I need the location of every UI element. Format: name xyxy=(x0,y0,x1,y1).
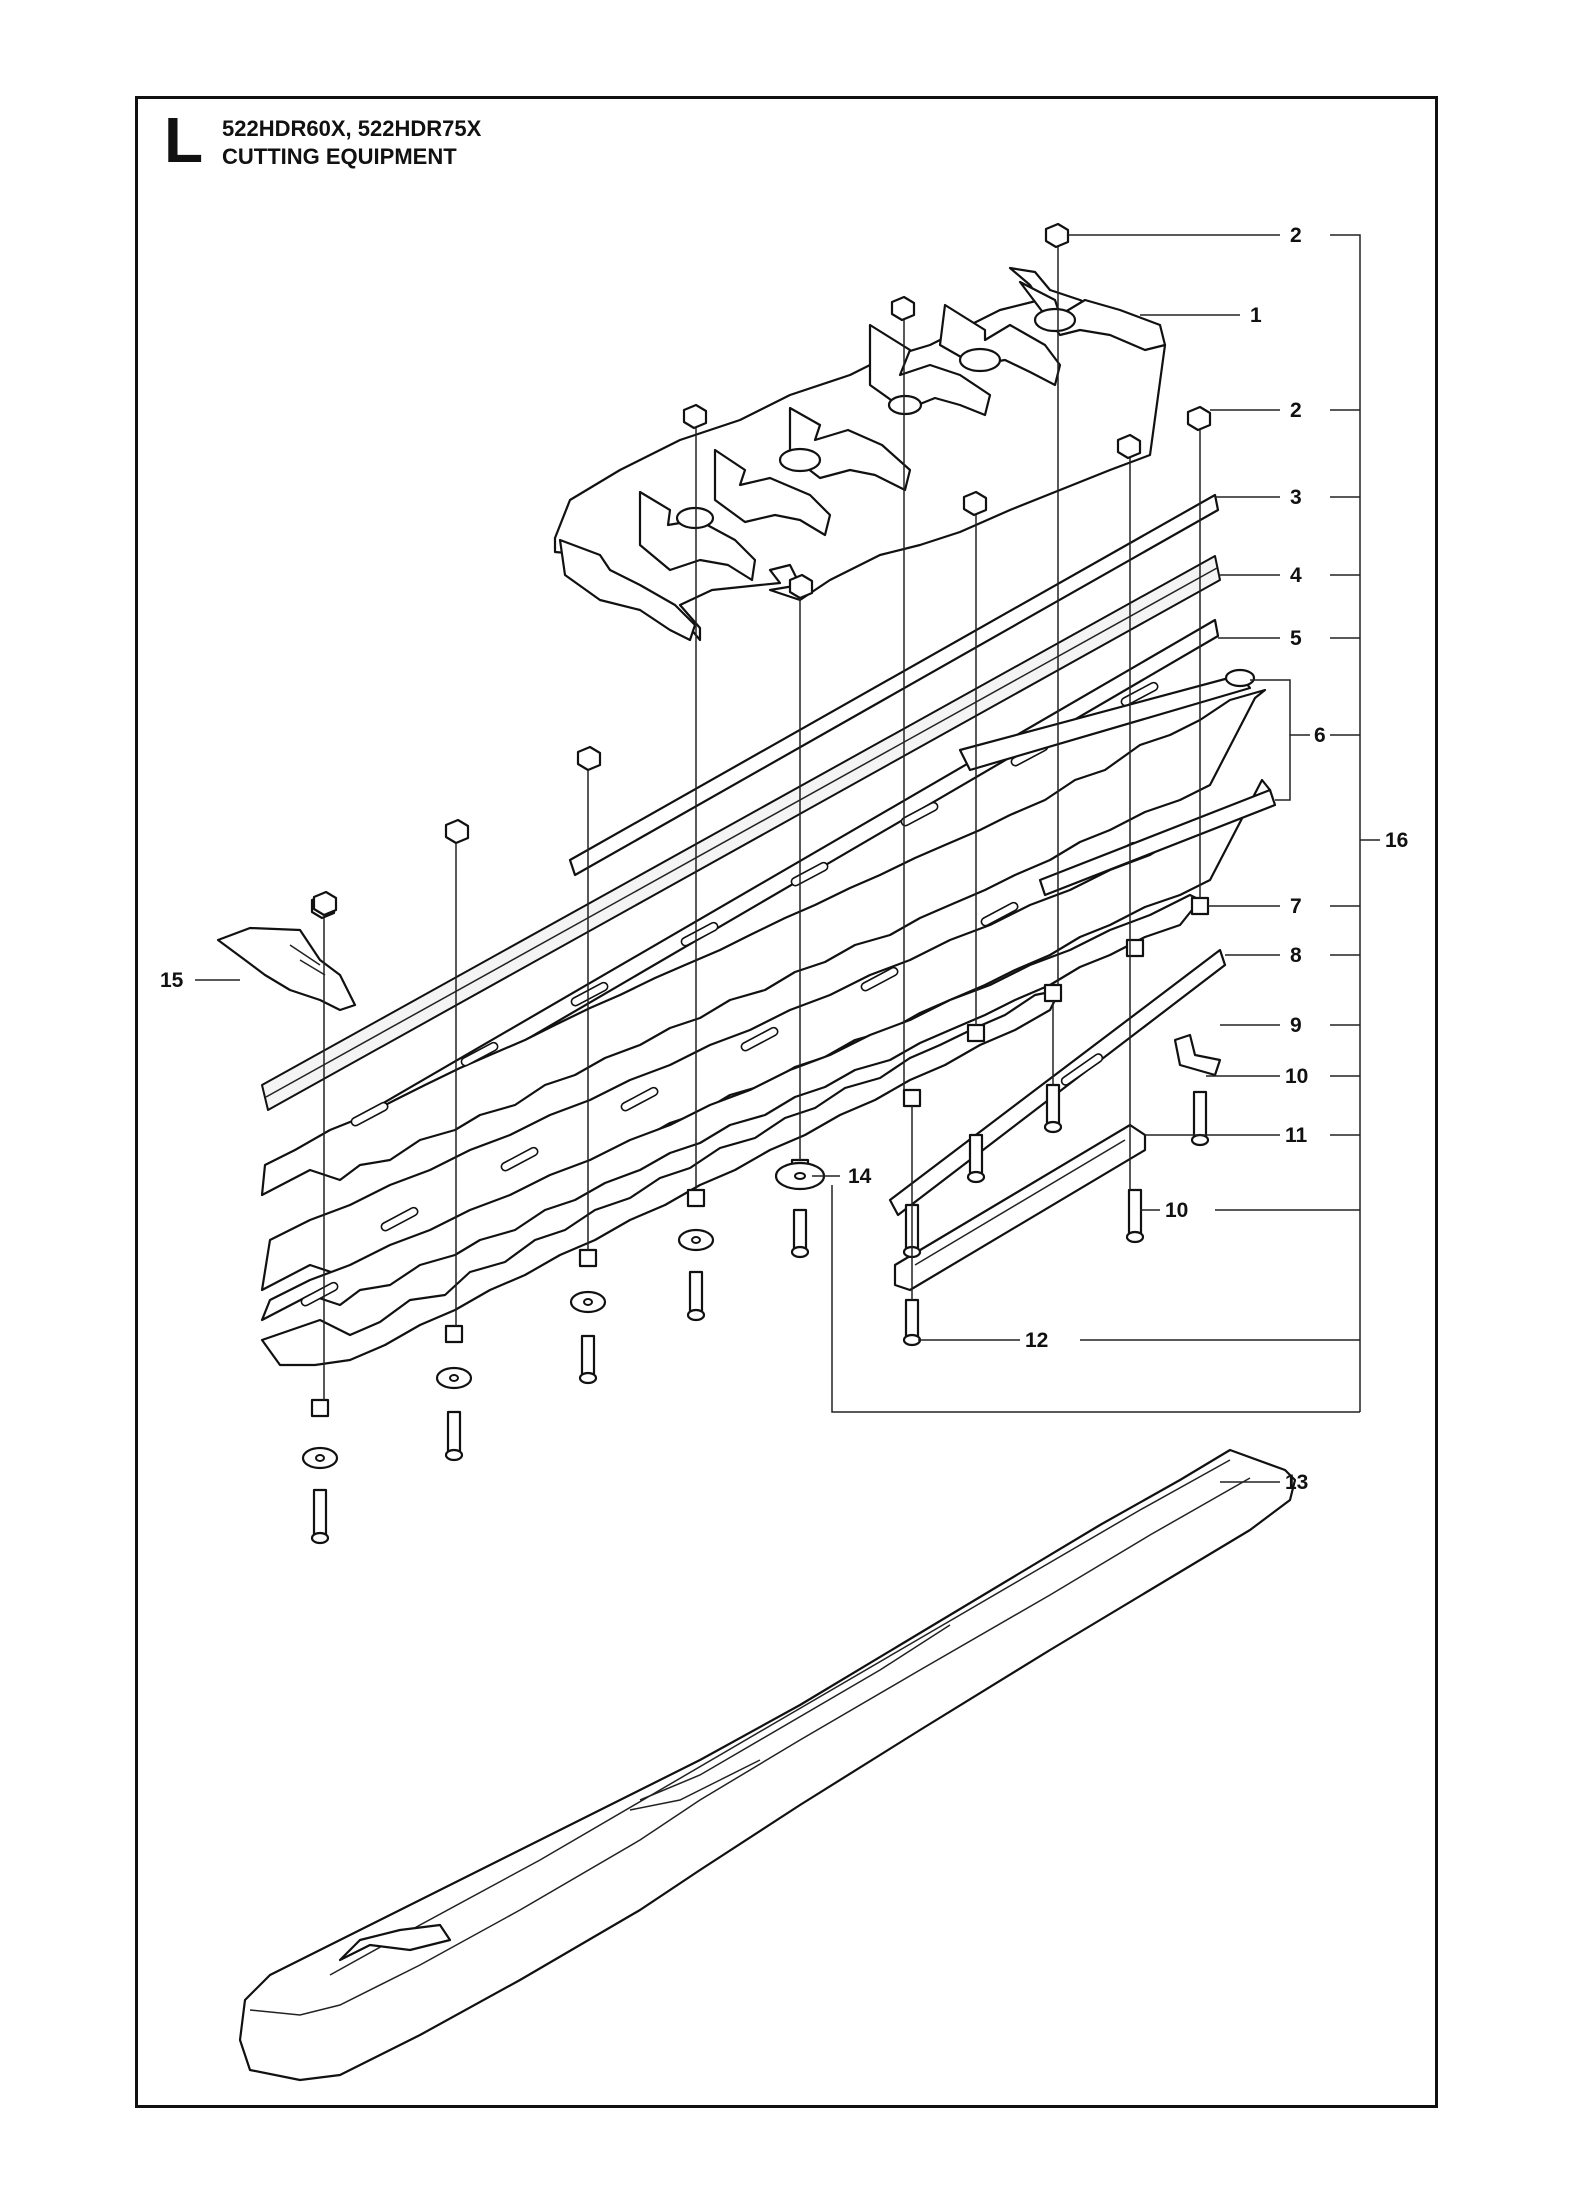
diagram-title: CUTTING EQUIPMENT xyxy=(222,144,457,169)
bottom-guide-plate xyxy=(893,1123,1147,1292)
callout-5: 5 xyxy=(1290,627,1302,650)
callout-13: 13 xyxy=(1285,1471,1308,1494)
callout-numbers: 2 1 2 3 4 5 6 16 7 8 9 10 11 10 12 13 14… xyxy=(160,224,1408,1494)
tip-guard xyxy=(216,890,357,1012)
callout-1: 1 xyxy=(1250,304,1262,327)
model-numbers: 522HDR60X, 522HDR75X xyxy=(222,116,482,141)
callout-3: 3 xyxy=(1290,486,1302,509)
section-letter: L xyxy=(164,104,204,176)
callout-4: 4 xyxy=(1290,564,1302,587)
callout-15: 15 xyxy=(160,969,184,992)
callout-8: 8 xyxy=(1290,944,1302,967)
callout-7: 7 xyxy=(1290,895,1302,918)
callout-14: 14 xyxy=(848,1165,872,1188)
blade-slots xyxy=(300,681,1159,1307)
callout-2a: 2 xyxy=(1290,224,1302,247)
callout-9: 9 xyxy=(1290,1014,1302,1037)
thin-plate xyxy=(568,493,1220,877)
bracket xyxy=(1173,1033,1222,1077)
assembly-lines xyxy=(323,247,1201,1400)
callout-6: 6 xyxy=(1314,724,1326,747)
callout-10b: 10 xyxy=(1165,1199,1188,1222)
drive-plates xyxy=(958,668,1277,897)
callout-11: 11 xyxy=(1285,1124,1308,1147)
callout-leaders xyxy=(195,234,1380,1483)
callout-10a: 10 xyxy=(1285,1065,1308,1088)
callout-2b: 2 xyxy=(1290,399,1302,422)
page-frame xyxy=(135,96,1438,2108)
callout-16: 16 xyxy=(1385,829,1408,852)
callout-12: 12 xyxy=(1025,1329,1048,1352)
transport-sheath xyxy=(238,1448,1297,2082)
top-cover xyxy=(553,266,1167,642)
fastener-stacks xyxy=(301,896,1210,1545)
